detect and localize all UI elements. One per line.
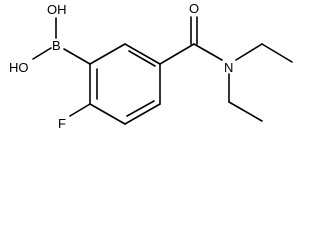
ring-bond-c1-c2 xyxy=(124,43,161,65)
bond-ethyl1-ch2-ch3 xyxy=(261,43,293,63)
ring-double-bond-inner-2 xyxy=(126,100,155,117)
bond-ring-carbonyl-carbon xyxy=(159,43,195,65)
ring-bond-c4-c5 xyxy=(89,103,126,125)
amide-nitrogen-label: N xyxy=(224,60,233,75)
fluoro-substituent: F xyxy=(58,103,91,131)
carbonyl-oxygen-label: O xyxy=(189,1,199,16)
bond-carbonyl-carbon-nitrogen xyxy=(193,43,223,61)
bond-nitrogen-ethyl1-ch2 xyxy=(235,43,263,61)
bond-ethyl2-ch2-ch3 xyxy=(228,101,263,122)
hydroxyl-top-label: OH xyxy=(47,2,67,17)
bond-ring-fluorine xyxy=(69,103,91,117)
ring-double-bond-inner-1 xyxy=(128,50,156,67)
bond-boron-oh-left xyxy=(32,47,52,60)
hydroxyl-left-label: HO xyxy=(9,60,29,75)
boronic-acid-group: B OH HO xyxy=(9,2,91,75)
boron-atom-label: B xyxy=(52,38,61,53)
fluorine-atom-label: F xyxy=(58,116,66,131)
chemical-structure: B OH HO F O N xyxy=(9,1,293,131)
ring-bond-c6-c1 xyxy=(89,43,126,65)
bond-ring-boron xyxy=(63,48,91,65)
benzene-ring xyxy=(89,43,161,125)
diethylamide-group: O N xyxy=(159,1,293,122)
ring-bond-c3-c4 xyxy=(124,103,161,125)
